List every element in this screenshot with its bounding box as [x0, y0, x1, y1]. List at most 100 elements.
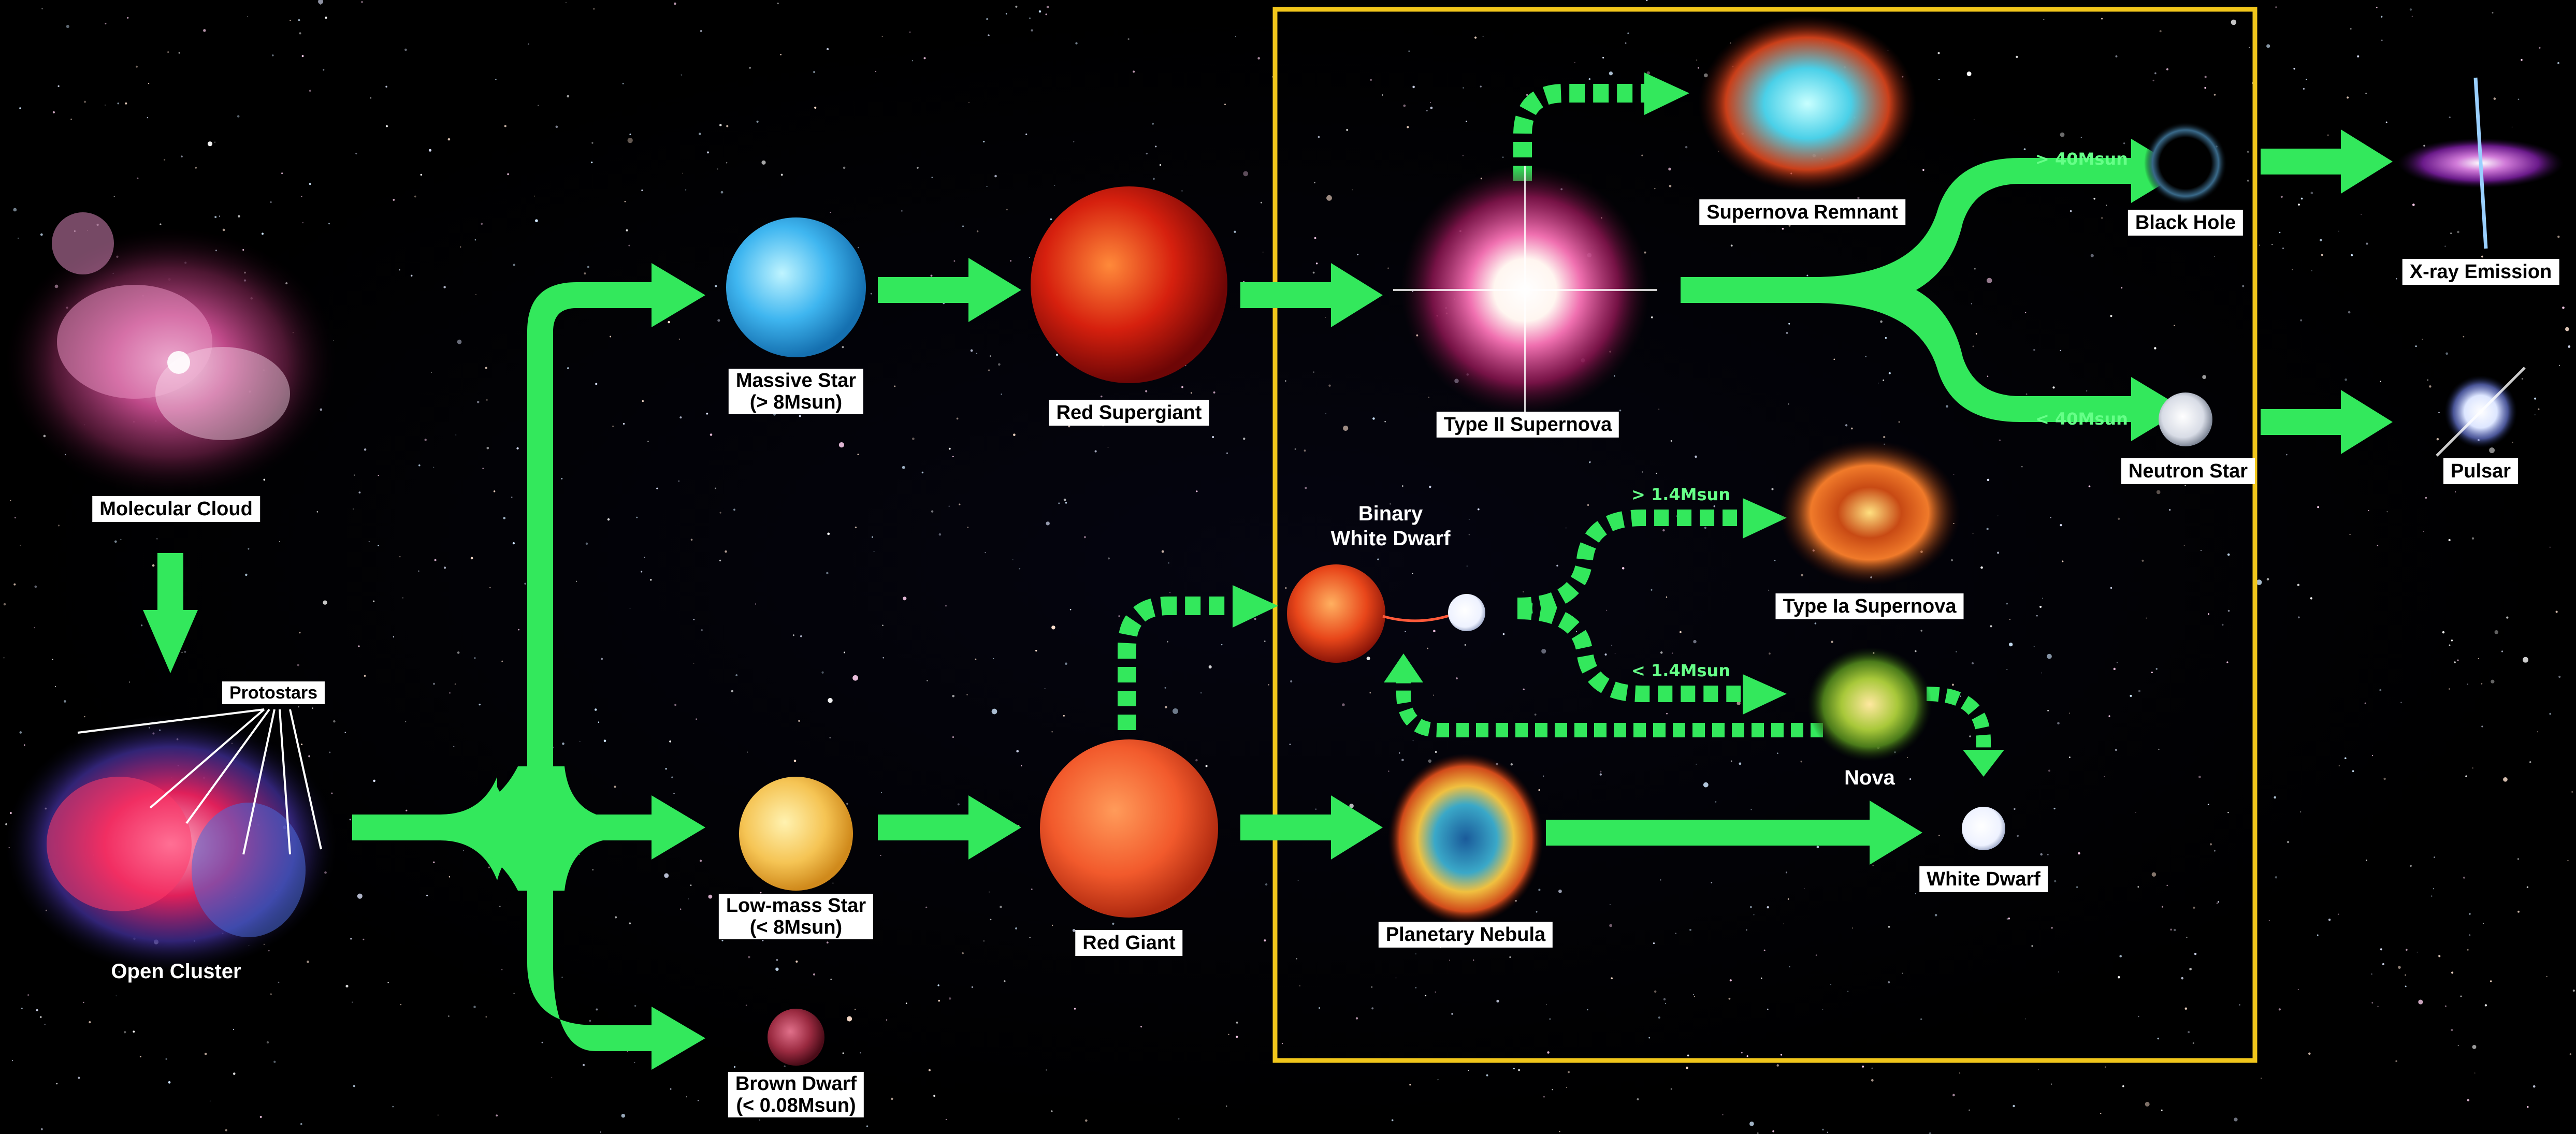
background-star	[1085, 1119, 1088, 1122]
background-star	[826, 572, 829, 574]
background-star	[857, 454, 859, 455]
background-star	[301, 55, 304, 57]
background-star	[320, 4, 322, 5]
background-star	[10, 500, 11, 501]
background-star	[2266, 44, 2270, 48]
background-star	[956, 417, 959, 420]
background-star	[975, 658, 977, 660]
background-star	[710, 433, 713, 436]
background-star	[1776, 1064, 1779, 1067]
background-star	[1788, 403, 1789, 405]
background-star	[2275, 876, 2277, 879]
background-star	[1200, 692, 1202, 694]
background-star	[2047, 653, 2052, 659]
background-star	[591, 142, 594, 144]
background-star	[2021, 466, 2023, 468]
background-star	[2080, 137, 2082, 138]
background-star	[591, 161, 593, 164]
background-star	[1651, 316, 1653, 318]
massive-star-condition: (> 8Msun)	[749, 391, 843, 413]
background-star	[855, 1009, 856, 1010]
background-star	[719, 559, 721, 562]
background-star	[1816, 846, 1819, 849]
background-star	[433, 467, 435, 468]
background-star	[656, 487, 658, 489]
background-star	[19, 731, 22, 734]
background-star	[2155, 668, 2158, 670]
type-ia-supernova-label: Type Ia Supernova	[1775, 593, 1964, 619]
background-star	[1044, 688, 1046, 689]
background-star	[990, 919, 992, 921]
background-star	[2386, 511, 2388, 513]
background-star	[1986, 528, 1989, 530]
background-star	[2256, 579, 2262, 585]
background-star	[1319, 1007, 1320, 1009]
background-star	[2282, 248, 2284, 250]
background-star	[352, 1001, 353, 1003]
background-star	[364, 448, 367, 451]
background-star	[1660, 651, 1663, 654]
background-star	[2050, 517, 2051, 518]
background-star	[2380, 381, 2381, 382]
background-star	[1888, 981, 1890, 984]
background-star	[1543, 775, 1544, 777]
background-star	[665, 768, 667, 770]
background-star	[2300, 319, 2303, 322]
background-star	[443, 286, 446, 288]
background-star	[2116, 662, 2118, 663]
background-star	[923, 57, 926, 60]
background-star	[1547, 1051, 1550, 1054]
background-star	[2268, 920, 2270, 921]
background-star	[2472, 1044, 2477, 1049]
background-star	[1654, 990, 1657, 993]
background-star	[669, 740, 672, 743]
background-star	[300, 1123, 302, 1125]
white-dwarf-label: White Dwarf	[1919, 866, 2048, 892]
background-star	[1052, 924, 1053, 926]
background-star	[1068, 425, 1070, 428]
background-star	[488, 866, 490, 869]
background-star	[2517, 98, 2520, 100]
background-star	[2184, 485, 2186, 486]
background-star	[123, 1031, 126, 1034]
background-star	[1768, 589, 1770, 591]
type-ia-supernova-image	[1779, 440, 1960, 585]
background-star	[1325, 413, 1327, 415]
background-star	[1938, 79, 1940, 81]
background-star	[2411, 16, 2413, 17]
low-mass-star-condition: (< 8Msun)	[749, 917, 843, 938]
background-star	[2234, 1117, 2238, 1122]
background-star	[962, 225, 964, 227]
background-star	[629, 133, 631, 136]
background-star	[13, 208, 17, 212]
background-star	[830, 212, 831, 213]
background-star	[735, 674, 738, 676]
background-star	[2484, 1004, 2487, 1007]
background-star	[1005, 13, 1007, 14]
background-star	[263, 478, 266, 481]
background-star	[1346, 129, 1348, 131]
background-star	[214, 141, 216, 143]
background-star	[1857, 197, 1860, 199]
x-ray-emission-image	[2398, 77, 2564, 249]
background-star	[1315, 808, 1317, 810]
background-star	[2559, 365, 2560, 366]
background-star	[1168, 562, 1169, 564]
highlight-box	[1272, 7, 2257, 1063]
background-star	[966, 694, 968, 695]
background-star	[761, 160, 766, 165]
background-star	[842, 1052, 844, 1054]
condition-above-1-4: > 1.4Msun	[1631, 485, 1731, 504]
background-star	[679, 908, 682, 910]
background-star	[1602, 56, 1604, 59]
background-star	[1671, 652, 1673, 654]
background-star	[852, 675, 858, 681]
binary-white-dwarf-image	[1287, 564, 1485, 663]
background-star	[64, 700, 66, 703]
background-star	[402, 597, 403, 599]
background-star	[1065, 662, 1067, 665]
background-star	[2217, 901, 2220, 903]
background-star	[600, 1131, 601, 1133]
background-star	[1806, 274, 1808, 277]
background-star	[1428, 759, 1432, 763]
